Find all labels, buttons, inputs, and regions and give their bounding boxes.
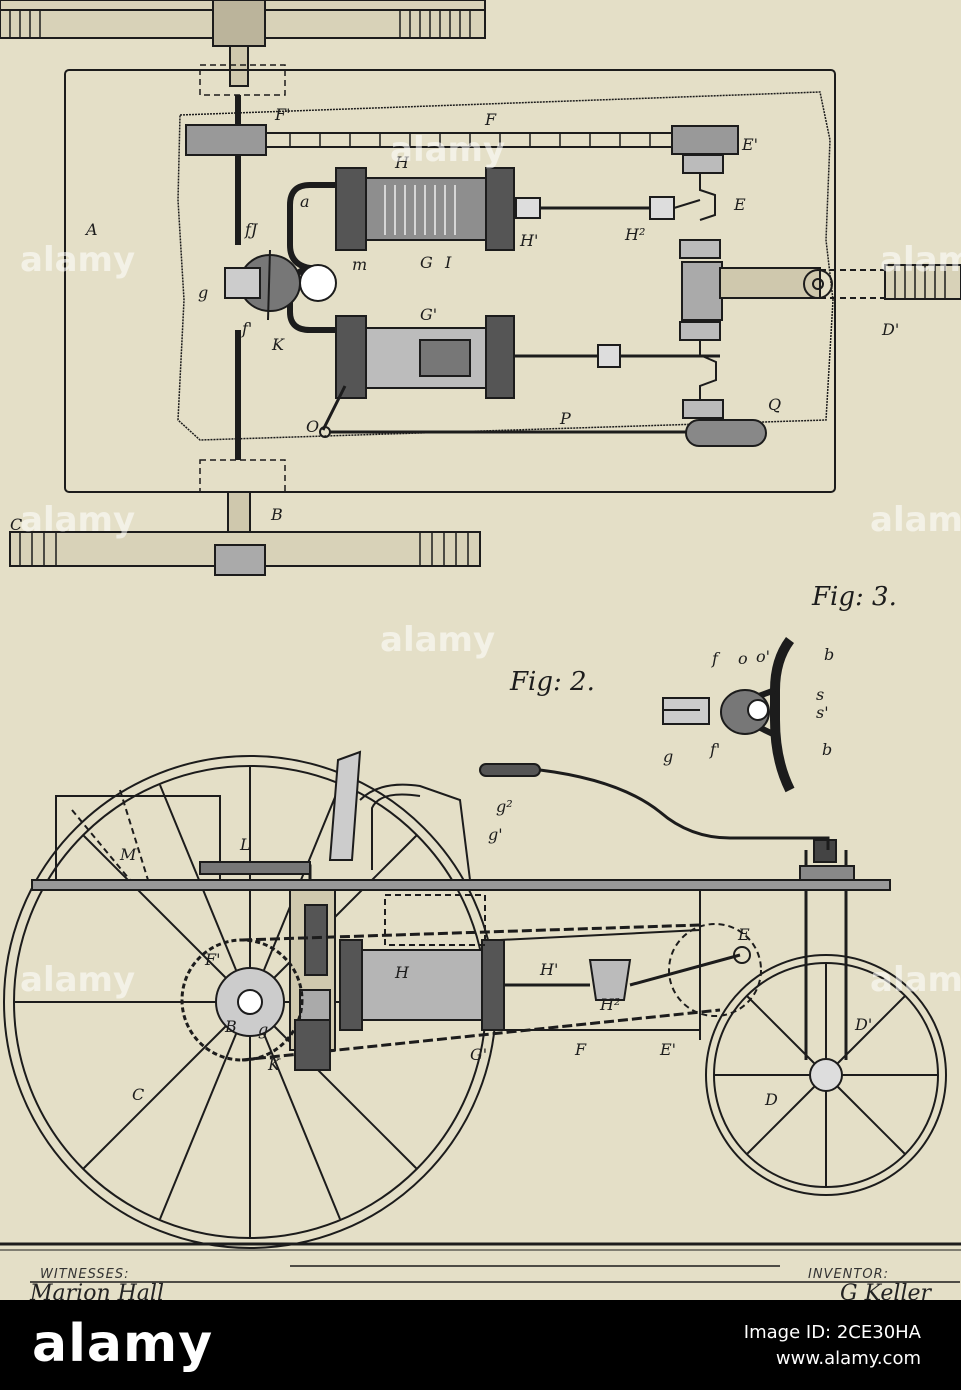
label-E-side: E xyxy=(737,925,750,944)
watermark: alamy xyxy=(20,240,135,280)
inventor-signature: G Keller xyxy=(840,1281,933,1300)
label-I: I xyxy=(444,253,452,272)
label-fig3-g: g xyxy=(663,747,673,766)
watermark: alamy xyxy=(20,960,135,1000)
image-id-block: Image ID: 2CE30HA www.alamy.com xyxy=(744,1320,921,1372)
label-P: P xyxy=(559,409,571,428)
label-H-prime: H' xyxy=(519,231,538,250)
label-F-side: F xyxy=(574,1040,587,1059)
inventor-label: INVENTOR: xyxy=(808,1267,889,1282)
label-fig3-b-bottom: b xyxy=(822,740,832,759)
crank-E xyxy=(680,155,890,418)
cylinder-G xyxy=(336,168,700,250)
cylinder-G-prime xyxy=(336,316,720,398)
label-fig3-b-top: b xyxy=(824,645,834,664)
label-O: O xyxy=(306,417,319,436)
watermark: alamy xyxy=(880,240,961,280)
label-D-prime-side: D' xyxy=(854,1015,872,1034)
engine-side xyxy=(290,890,750,1050)
label-E-prime: E' xyxy=(741,135,758,154)
fig3-valve-detail xyxy=(663,640,790,790)
label-D-prime: D' xyxy=(881,320,899,339)
label-H-side: H xyxy=(394,963,410,982)
label-L: L xyxy=(239,835,251,854)
watermark: alamy xyxy=(870,960,961,1000)
label-B-side: B xyxy=(224,1017,237,1036)
label-F-prime-side: F' xyxy=(204,950,221,969)
label-E-prime-side: E' xyxy=(659,1040,676,1059)
axle-B-top xyxy=(230,46,248,86)
watermark: alamy xyxy=(870,500,961,540)
label-A: A xyxy=(84,220,98,239)
stock-footer-bar: alamy Image ID: 2CE30HA www.alamy.com xyxy=(0,1300,961,1390)
image-id: Image ID: 2CE30HA xyxy=(744,1320,921,1346)
valve-K xyxy=(225,185,336,330)
label-D-side: D xyxy=(764,1090,778,1109)
label-K: K xyxy=(271,335,285,354)
top-wheel-plan xyxy=(0,0,485,46)
label-g: g xyxy=(198,283,208,302)
label-a: a xyxy=(300,192,310,211)
patent-drawing-sheet: A B C D' E E' F F' H a fJ m G I H' H² g … xyxy=(0,0,961,1300)
watermark: alamy xyxy=(390,130,505,170)
site-url[interactable]: www.alamy.com xyxy=(744,1346,921,1372)
label-fig3-s: s xyxy=(816,685,824,704)
label-H2-side: H² xyxy=(599,995,620,1014)
label-M: M xyxy=(119,845,137,864)
frame-bar xyxy=(32,880,890,890)
label-C-side: C xyxy=(132,1085,144,1104)
watermark: alamy xyxy=(20,500,135,540)
watermark: alamy xyxy=(380,620,495,660)
alamy-logo: alamy xyxy=(32,1314,213,1374)
label-fig3-s-prime: s' xyxy=(816,703,829,722)
label-fig3-f: f xyxy=(711,649,721,668)
reservoir-M xyxy=(56,790,220,880)
label-G: G xyxy=(420,253,433,272)
label-g2: g² xyxy=(496,797,513,816)
label-E: E xyxy=(733,195,746,214)
label-fig3-f-prime: f' xyxy=(709,740,720,759)
label-K-side: K xyxy=(267,1055,281,1074)
label-Q: Q xyxy=(768,395,781,414)
label-fig3-o: o xyxy=(738,649,748,668)
fig2-title: Fig: 2. xyxy=(509,667,595,697)
witnesses-label: WITNESSES: xyxy=(40,1267,129,1282)
label-g-prime: g' xyxy=(488,825,503,844)
label-fJ: fJ xyxy=(244,220,259,239)
fig3-title: Fig: 3. xyxy=(811,582,897,612)
label-F: F xyxy=(484,110,497,129)
label-B: B xyxy=(270,505,283,524)
label-G-prime: G' xyxy=(420,305,437,324)
label-G-prime-side: G' xyxy=(470,1045,487,1064)
witness-signature: Marion Hall xyxy=(29,1281,164,1300)
label-fig3-o-prime: o' xyxy=(756,647,770,666)
label-f-prime: f' xyxy=(241,319,252,338)
label-m: m xyxy=(352,255,367,274)
label-H2: H² xyxy=(624,225,645,244)
label-g-side: g xyxy=(258,1020,268,1039)
label-H-prime-side: H' xyxy=(539,960,558,979)
label-F-prime: F' xyxy=(274,105,291,124)
